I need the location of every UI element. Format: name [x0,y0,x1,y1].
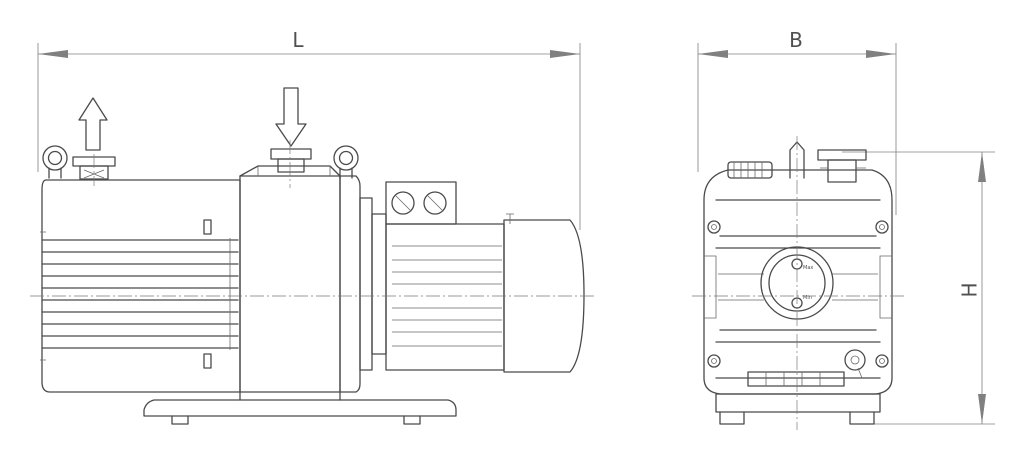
motor [385,213,585,373]
body-slot-lower [203,353,212,369]
dimension-h: H [842,151,995,425]
dimension-l-label: L [292,28,304,52]
pump-body [41,179,241,393]
sight-glass-max-label: Max [803,265,813,271]
exhaust-arrow-icon [78,97,108,151]
front-base-grille [715,371,881,425]
dimension-b: B [697,28,897,215]
motor-flange [339,175,361,393]
sight-glass-min-label: Min [803,295,812,301]
dimension-h-label: H [958,282,982,297]
pump-cylinder [239,175,341,393]
oil-drain-plug [844,349,866,379]
base-plate [143,391,457,425]
lifting-eye-left [42,145,68,179]
dimension-l: L [37,28,581,230]
inlet-arrow-icon [275,87,307,147]
inlet-flange [270,148,312,173]
front-bolts [707,220,889,368]
cooling-fins [40,231,239,361]
pump-front-view: Max Min [692,136,904,430]
front-body [703,169,893,395]
terminal-box [385,181,457,225]
pump-side-view [30,87,596,425]
front-fins [704,235,892,343]
inlet-port-front [817,149,867,183]
oil-fill-cap [727,161,773,179]
dimension-b-label: B [789,28,803,52]
body-slot-upper [203,219,212,235]
